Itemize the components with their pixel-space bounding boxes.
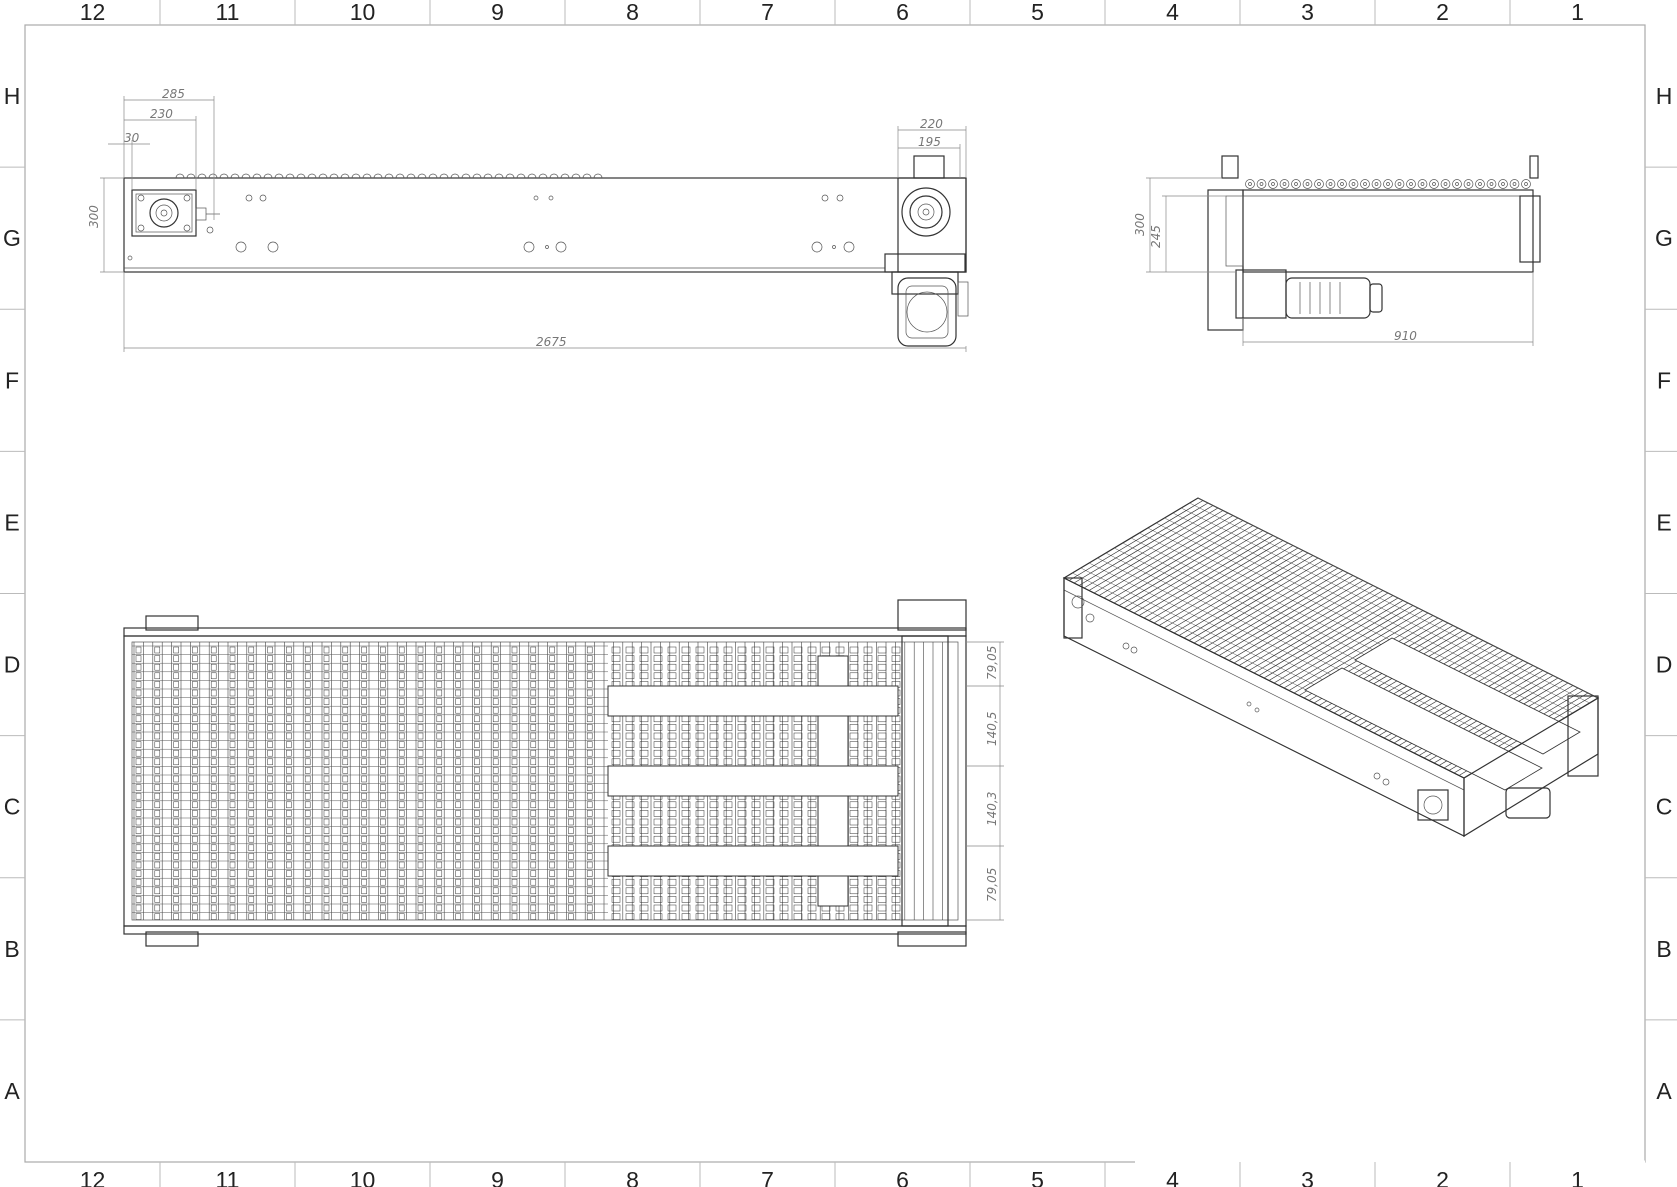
row-labels-right: H G F E D C B A <box>1645 83 1677 1104</box>
column-label: 2 <box>1436 1167 1449 1187</box>
dim-285: 285 <box>162 87 185 101</box>
top-view: 79,05 140,5 140,3 79,05 <box>123 599 1004 947</box>
row-label: D <box>1656 652 1673 678</box>
side-view: 300 245 910 <box>1133 155 1541 346</box>
column-label: 4 <box>1166 0 1179 25</box>
dim-300-side: 300 <box>1133 213 1147 236</box>
dim-79-05-top: 79,05 <box>985 646 999 680</box>
dim-230: 230 <box>150 107 173 121</box>
row-label: G <box>3 225 21 251</box>
column-label: 10 <box>350 0 376 25</box>
row-label: G <box>1655 225 1673 251</box>
row-label: E <box>4 509 19 535</box>
column-label: 9 <box>491 1167 504 1187</box>
column-label: 1 <box>1571 1167 1584 1187</box>
isometric-view <box>1062 497 1600 838</box>
column-labels-bottom: 12 11 10 9 8 7 6 5 4 3 2 1 <box>80 1162 1584 1187</box>
dim-195: 195 <box>918 135 941 149</box>
row-label: D <box>4 652 21 678</box>
front-view: 285 230 30 300 220 195 2675 <box>87 87 969 352</box>
dim-2675: 2675 <box>536 335 567 349</box>
top-dimensions: 79,05 140,5 140,3 79,05 <box>966 641 1004 921</box>
column-labels-top: 12 11 10 9 8 7 6 5 4 3 2 1 <box>80 0 1584 25</box>
row-label: B <box>4 936 19 962</box>
column-label: 9 <box>491 0 504 25</box>
column-label: 7 <box>761 1167 774 1187</box>
sheet-border <box>24 24 1646 1164</box>
column-label: 3 <box>1301 0 1314 25</box>
column-label: 8 <box>626 0 639 25</box>
dim-910: 910 <box>1394 329 1417 343</box>
column-label: 7 <box>761 0 774 25</box>
column-label: 10 <box>350 1167 376 1187</box>
row-label: H <box>4 83 21 109</box>
row-label: B <box>1656 936 1671 962</box>
dim-79-05-bottom: 79,05 <box>985 868 999 902</box>
row-label: H <box>1656 83 1673 109</box>
row-labels-left: H G F E D C B A <box>0 83 25 1104</box>
row-label: C <box>4 794 21 820</box>
column-label: 6 <box>896 1167 909 1187</box>
column-label: 12 <box>80 0 106 25</box>
column-label: 2 <box>1436 0 1449 25</box>
dim-220: 220 <box>920 117 943 131</box>
row-label: A <box>4 1078 20 1104</box>
column-label: 3 <box>1301 1167 1314 1187</box>
row-label: F <box>5 367 19 393</box>
row-label: A <box>1656 1078 1672 1104</box>
column-label: 12 <box>80 1167 106 1187</box>
dim-245: 245 <box>1149 225 1163 248</box>
side-rollers <box>1245 179 1531 189</box>
column-label: 1 <box>1571 0 1584 25</box>
dim-140-5: 140,5 <box>985 712 999 746</box>
row-label: E <box>1656 509 1671 535</box>
row-label: F <box>1657 367 1671 393</box>
column-label: 11 <box>216 1167 240 1187</box>
side-dimensions: 300 245 910 <box>1133 177 1534 346</box>
row-label: C <box>1656 794 1673 820</box>
front-rollers <box>175 173 603 179</box>
column-label: 5 <box>1031 1167 1044 1187</box>
dim-300-front: 300 <box>87 205 101 228</box>
dim-140-3: 140,3 <box>985 792 999 826</box>
column-label: 4 <box>1166 1167 1179 1187</box>
column-label: 11 <box>216 0 240 25</box>
column-label: 5 <box>1031 0 1044 25</box>
column-label: 6 <box>896 0 909 25</box>
front-dimensions: 285 230 30 300 220 195 2675 <box>87 87 967 352</box>
column-label: 8 <box>626 1167 639 1187</box>
dim-30: 30 <box>124 131 140 145</box>
